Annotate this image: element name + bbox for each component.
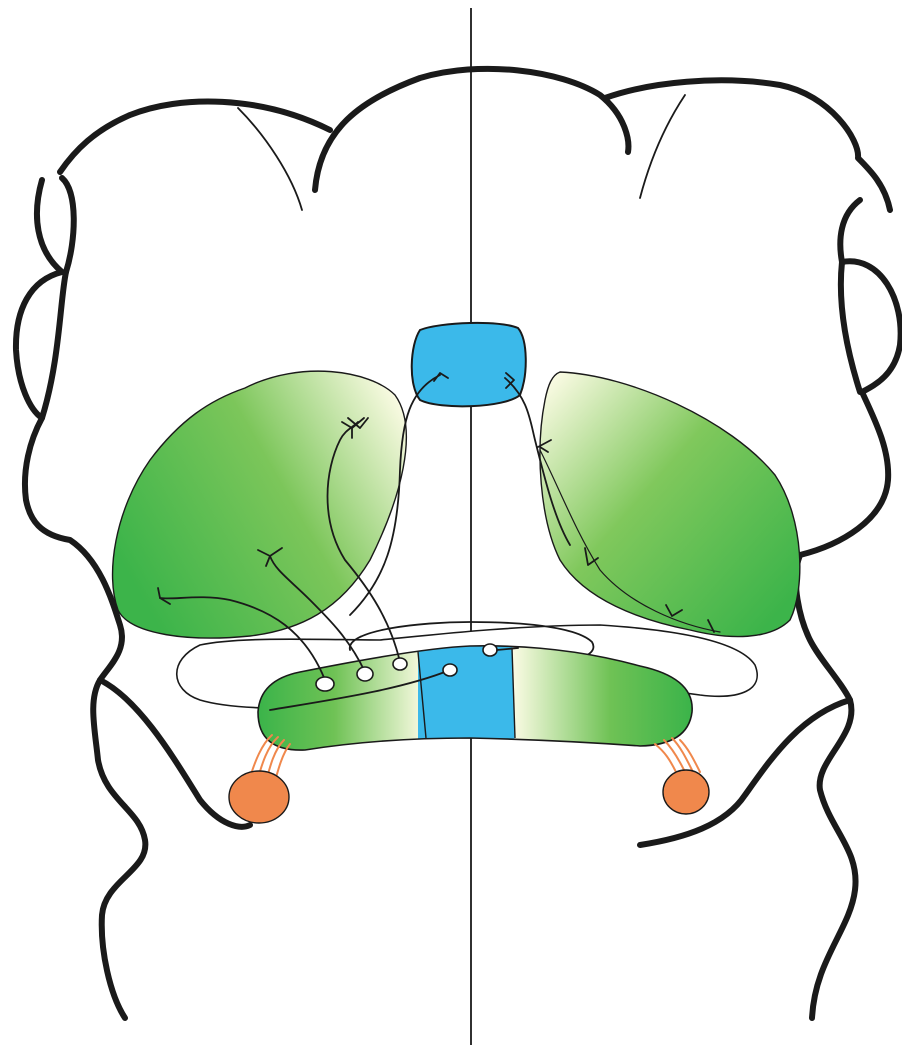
lobe-fold-right	[640, 95, 685, 198]
left-cell-body	[229, 771, 289, 823]
nucleus-1	[316, 677, 334, 691]
nucleus-5	[483, 644, 497, 656]
nucleus-3	[393, 658, 407, 670]
lobe-fold-left	[238, 108, 302, 210]
brain-lobe-left-upper	[62, 178, 74, 272]
brain-lobe-left-lower	[42, 272, 66, 418]
left-neuropil-lobe	[113, 371, 407, 638]
top-blue-block	[412, 323, 526, 406]
brain-lobe-right-ear	[841, 262, 860, 392]
nucleus-2	[357, 667, 373, 681]
right-cell-body	[663, 770, 709, 814]
right-neuropil-lobe	[540, 372, 800, 637]
right-cell-cluster	[655, 738, 709, 814]
nucleus-4	[443, 664, 457, 676]
